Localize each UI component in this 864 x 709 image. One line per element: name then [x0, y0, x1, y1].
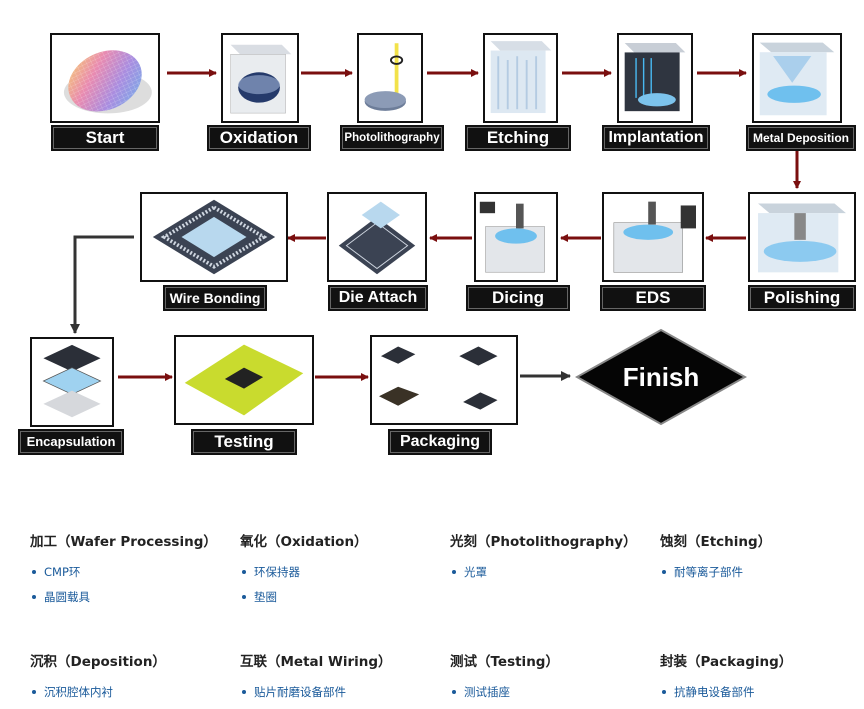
category-item[interactable]: 测试插座	[450, 684, 650, 700]
bullet-icon	[242, 569, 246, 574]
start-image	[50, 33, 160, 123]
wafer-icon	[63, 50, 152, 114]
category-title: 互联（Metal Wiring）	[240, 654, 392, 670]
metal-deposition-image	[752, 33, 842, 123]
wire-bonding-chip-icon	[152, 199, 276, 275]
polishing-image	[748, 192, 856, 282]
bullet-icon	[662, 689, 666, 694]
eds-label: EDS	[600, 285, 706, 311]
category-item[interactable]: 耐等离子部件	[660, 564, 860, 580]
category-oxidation: 氧化（Oxidation） 环保持器 垫圈	[240, 530, 440, 614]
die-attach-label: Die Attach	[328, 285, 428, 311]
bullet-icon	[32, 569, 36, 574]
photolithography-image	[357, 33, 423, 123]
implantation-label: Implantation	[602, 125, 710, 151]
category-title: 氧化（Oxidation）	[240, 534, 368, 550]
implantation-image	[617, 33, 693, 123]
category-item[interactable]: 沉积腔体内衬	[30, 684, 230, 700]
wire-bonding-label: Wire Bonding	[163, 285, 267, 311]
category-item[interactable]: 抗静电设备部件	[660, 684, 860, 700]
encapsulation-icon	[42, 344, 102, 418]
deposition-chamber-icon	[759, 42, 835, 116]
packaged-chips-icon	[379, 346, 498, 410]
category-wafer-processing: 加工（Wafer Processing） CMP环 晶圆载具	[30, 530, 230, 614]
category-item[interactable]: CMP环	[30, 564, 230, 580]
encapsulation-label: Encapsulation	[18, 429, 124, 455]
category-item[interactable]: 光罩	[450, 564, 650, 580]
oxidation-label: Oxidation	[207, 125, 311, 151]
category-title: 加工（Wafer Processing）	[30, 534, 217, 550]
finish-label: Finish	[622, 362, 700, 392]
implantation-chamber-icon	[624, 42, 686, 112]
bullet-icon	[452, 689, 456, 694]
die-attach-icon	[338, 201, 416, 275]
packaging-label: Packaging	[388, 429, 492, 455]
polishing-machine-icon	[758, 203, 846, 273]
etching-label: Etching	[465, 125, 571, 151]
bullet-icon	[32, 594, 36, 599]
category-item[interactable]: 晶圆载具	[30, 589, 230, 605]
dicing-label: Dicing	[466, 285, 570, 311]
category-item[interactable]: 环保持器	[240, 564, 440, 580]
category-etching: 蚀刻（Etching） 耐等离子部件	[660, 530, 860, 589]
category-testing: 测试（Testing） 测试插座	[450, 650, 650, 709]
finish-node: Finish	[574, 328, 748, 426]
start-label: Start	[51, 125, 159, 151]
oxidation-chamber-icon	[230, 44, 292, 114]
metal-deposition-label: Metal Deposition	[746, 125, 856, 151]
category-metal-wiring: 互联（Metal Wiring） 贴片耐磨设备部件	[240, 650, 440, 709]
photolithography-icon	[364, 43, 406, 111]
wire-bonding-image	[140, 192, 288, 282]
category-packaging: 封装（Packaging） 抗静电设备部件	[660, 650, 860, 709]
bullet-icon	[32, 689, 36, 694]
eds-machine-icon	[613, 201, 696, 273]
eds-image	[602, 192, 704, 282]
oxidation-image	[221, 33, 299, 123]
category-title: 沉积（Deposition）	[30, 654, 166, 670]
polishing-label: Polishing	[748, 285, 856, 311]
packaging-image	[370, 335, 518, 425]
dicing-machine-icon	[479, 201, 545, 273]
category-item[interactable]: 贴片耐磨设备部件	[240, 684, 440, 700]
etching-image	[483, 33, 558, 123]
category-deposition: 沉积（Deposition） 沉积腔体内衬	[30, 650, 230, 709]
bullet-icon	[662, 569, 666, 574]
category-title: 测试（Testing）	[450, 654, 559, 670]
bullet-icon	[242, 594, 246, 599]
etching-chamber-icon	[490, 41, 552, 114]
testing-label: Testing	[191, 429, 297, 455]
test-board-icon	[184, 344, 304, 416]
bullet-icon	[452, 569, 456, 574]
photolithography-label: Photolithography	[340, 125, 444, 151]
category-title: 光刻（Photolithography）	[450, 534, 637, 550]
category-item[interactable]: 垫圈	[240, 589, 440, 605]
die-attach-image	[327, 192, 427, 282]
category-photolithography: 光刻（Photolithography） 光罩	[450, 530, 650, 589]
finish-diamond	[574, 328, 748, 426]
category-title: 封装（Packaging）	[660, 654, 793, 670]
dicing-image	[474, 192, 558, 282]
bullet-icon	[242, 689, 246, 694]
encapsulation-image	[30, 337, 114, 427]
testing-image	[174, 335, 314, 425]
category-title: 蚀刻（Etching）	[660, 534, 772, 550]
arrow-wirebonding-encapsulation	[70, 235, 134, 334]
